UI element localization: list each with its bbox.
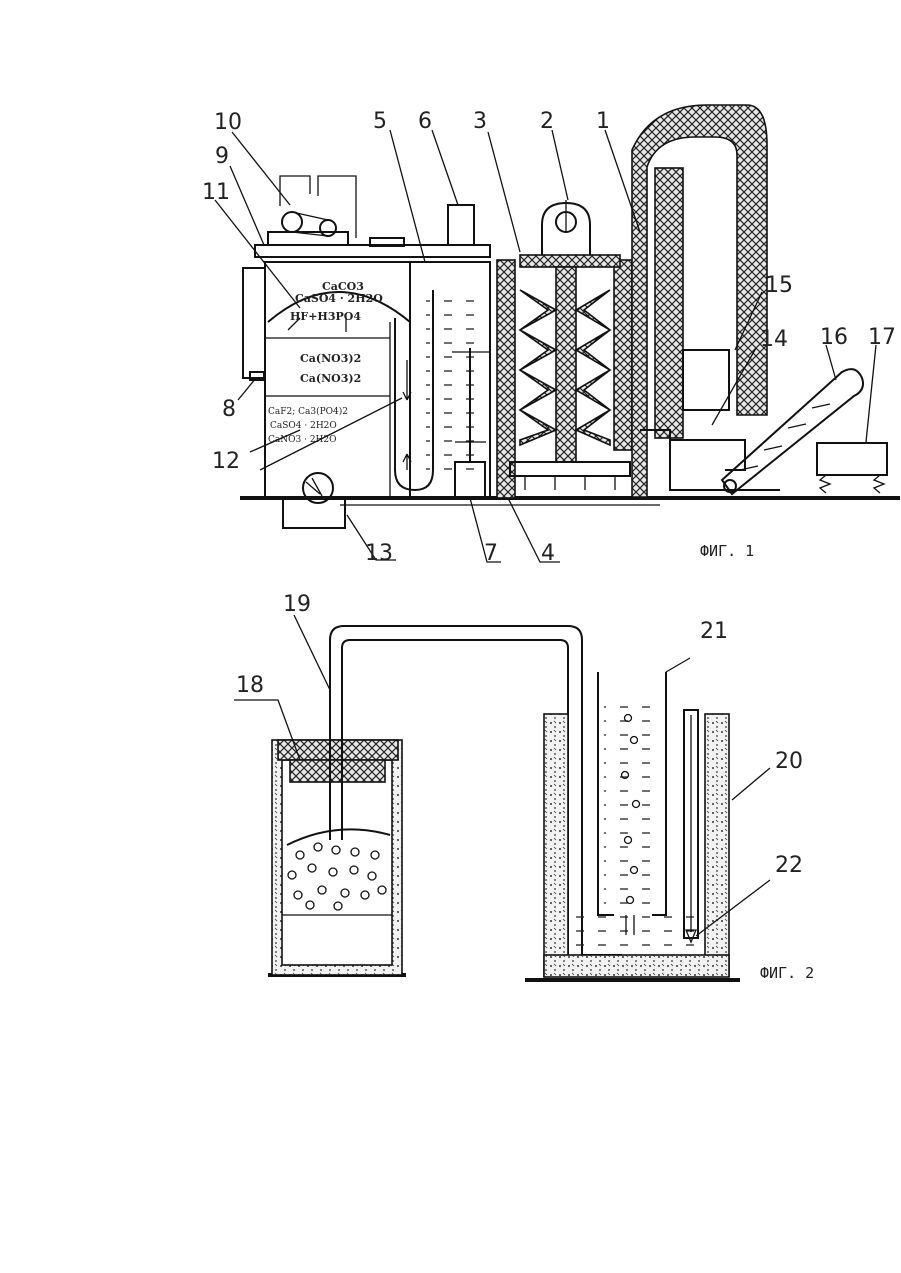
label-6: 6 — [418, 109, 432, 134]
reactor-3 — [497, 200, 632, 498]
label-11: 11 — [202, 180, 230, 205]
caption-fig-1: ФИГ. 1 — [700, 542, 754, 560]
container-18 — [272, 740, 402, 975]
label-2: 2 — [540, 109, 554, 134]
label-10: 10 — [214, 110, 242, 135]
flask-21 — [598, 672, 666, 935]
figure-2: 18 19 20 21 22 ФИГ. 2 — [234, 592, 814, 982]
label-13: 13 — [365, 541, 393, 566]
label-22: 22 — [775, 853, 803, 878]
chemistry-labels: CaCO3 CaSO4 · 2H2O HF+H3PO4 Ca(NO3)2 Ca(… — [268, 280, 383, 445]
chem-line3: HF+H3PO4 — [290, 310, 361, 323]
label-8: 8 — [222, 397, 236, 422]
label-4: 4 — [541, 541, 555, 566]
label-18: 18 — [236, 673, 264, 698]
label-5: 5 — [373, 109, 387, 134]
figure-1: CaCO3 CaSO4 · 2H2O HF+H3PO4 Ca(NO3)2 Ca(… — [202, 105, 900, 566]
label-15: 15 — [765, 273, 793, 298]
label-20: 20 — [775, 749, 803, 774]
label-16: 16 — [820, 325, 848, 350]
chem-line2: CaSO4 · 2H2O — [295, 292, 383, 305]
label-7: 7 — [484, 541, 498, 566]
thermometer-22 — [684, 710, 698, 942]
caption-fig-2: ФИГ. 2 — [760, 964, 814, 982]
chem-line7: CaSO4 · 2H2O — [270, 421, 337, 431]
motor-10 — [255, 176, 490, 257]
label-1: 1 — [596, 109, 610, 134]
label-3: 3 — [473, 109, 487, 134]
label-12: 12 — [212, 449, 240, 474]
label-14: 14 — [760, 327, 788, 352]
label-21: 21 — [700, 619, 728, 644]
label-17: 17 — [868, 325, 896, 350]
chem-line6: CaF2; Ca3(PO4)2 — [268, 406, 348, 417]
label-19: 19 — [283, 592, 311, 617]
chem-line5: Ca(NO3)2 — [300, 372, 361, 385]
label-9: 9 — [215, 144, 229, 169]
chem-line4: Ca(NO3)2 — [300, 352, 361, 365]
box-17 — [817, 443, 887, 493]
